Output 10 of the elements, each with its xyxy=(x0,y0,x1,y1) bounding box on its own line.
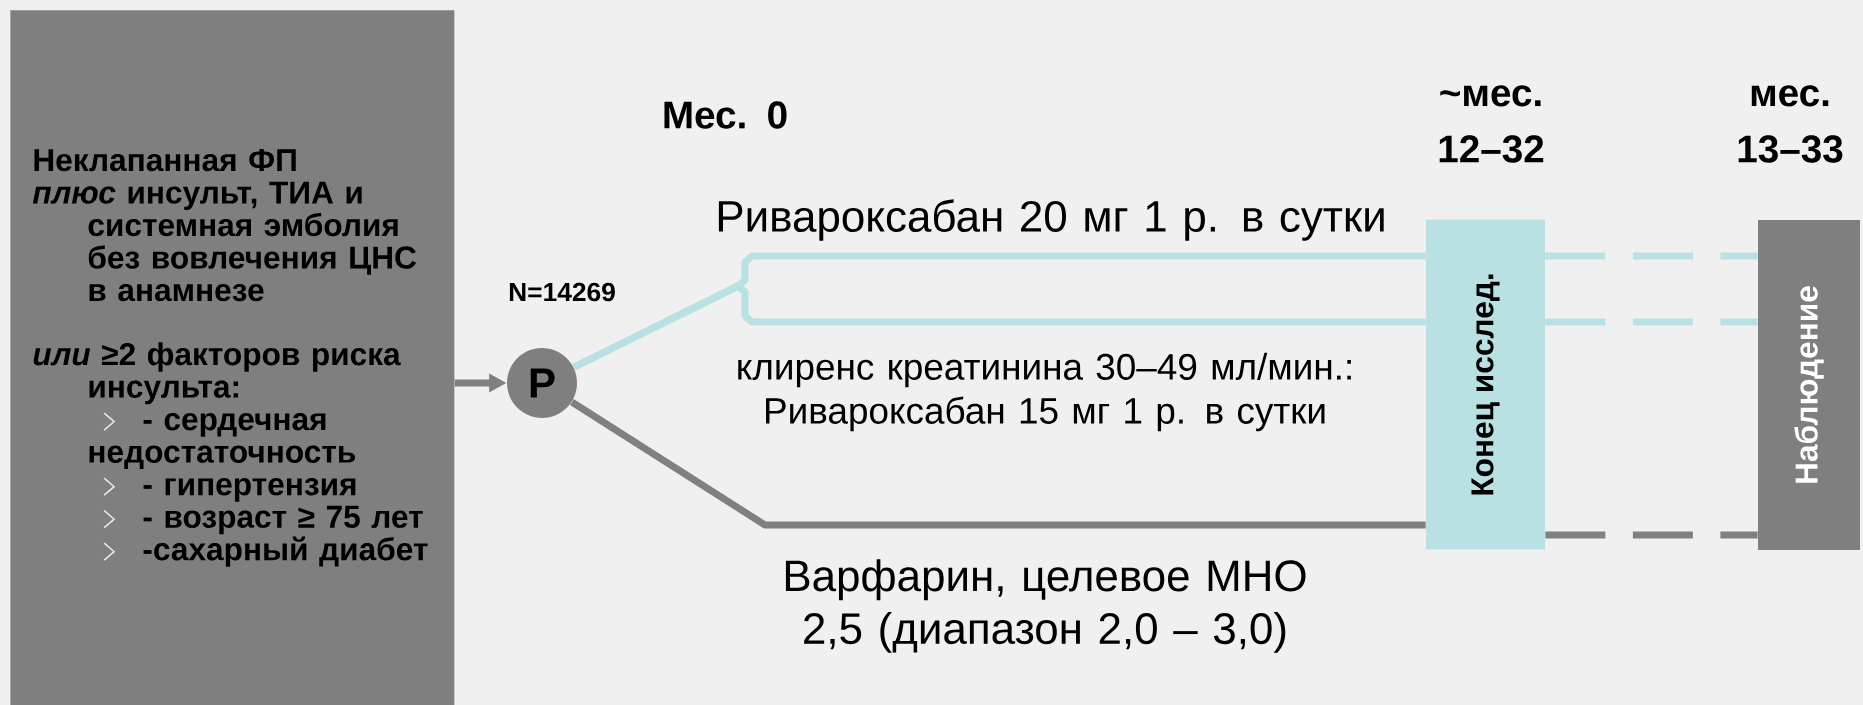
study-end-bar: Конец исслед. xyxy=(1426,219,1545,550)
month-label: мес. 13–33 xyxy=(1738,85,1843,163)
criteria-panel: Неклапанная ФП плюс инсульт, ТИА и системная эмболия без вовлечения ЦНС в анамнезе или ≥2 факторов риска инсульта: - сердечная недостаточность - гипертензия - возраст ≥ 75 лет -сахарный диабет xyxy=(10,10,455,705)
edge-label: Варфарин, целевое МНО 2,5 (диапазон 2,0 – 3,0) xyxy=(785,559,1306,653)
month-label: Мес. 0 xyxy=(664,101,787,129)
follow-up-bar: Наблюдение xyxy=(1758,220,1860,550)
edge-label: клиренс креатинина 30–49 мл/мин.: Ривароксабан 15 мг 1 р. в сутки xyxy=(738,352,1351,432)
month-label: ~мес. 12–32 xyxy=(1439,85,1544,163)
edge-label: Ривароксабан 20 мг 1 р. в сутки xyxy=(718,199,1384,241)
sample-size-label: N=14269 xyxy=(509,282,615,302)
